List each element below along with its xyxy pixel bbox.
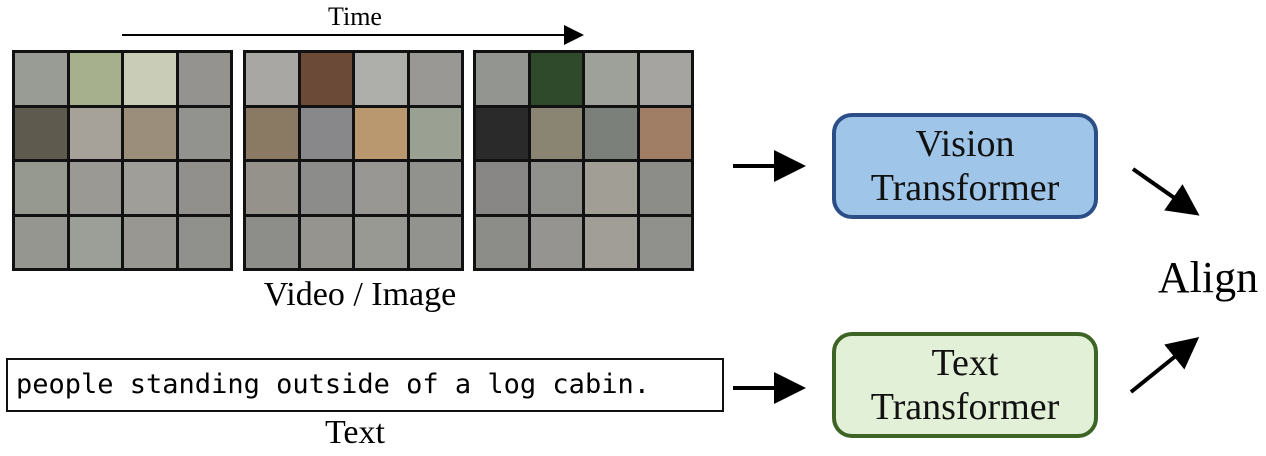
visible-patch bbox=[409, 107, 461, 159]
visible-patch bbox=[124, 107, 176, 159]
video-frame-3 bbox=[473, 50, 694, 271]
visible-patch bbox=[15, 107, 67, 159]
masked-patch bbox=[124, 216, 176, 268]
masked-patch bbox=[476, 162, 528, 214]
masked-patch bbox=[178, 216, 230, 268]
masked-patch bbox=[15, 216, 67, 268]
masked-patch bbox=[178, 53, 230, 105]
masked-patch bbox=[246, 53, 298, 105]
masked-patch bbox=[476, 53, 528, 105]
masked-patch bbox=[300, 216, 352, 268]
masked-patch bbox=[530, 162, 582, 214]
masked-patch bbox=[476, 216, 528, 268]
masked-patch bbox=[15, 162, 67, 214]
masked-patch bbox=[300, 107, 352, 159]
video-frame-1 bbox=[12, 50, 233, 271]
masked-patch bbox=[300, 162, 352, 214]
masked-patch bbox=[639, 216, 691, 268]
masked-patch bbox=[585, 107, 637, 159]
time-label: Time bbox=[328, 2, 382, 31]
masked-patch bbox=[409, 162, 461, 214]
vision-align-arrow bbox=[1131, 167, 1200, 216]
masked-patch bbox=[639, 53, 691, 105]
vision-transformer-block: Vision Transformer bbox=[832, 113, 1098, 219]
masked-patch bbox=[246, 162, 298, 214]
masked-patch bbox=[178, 107, 230, 159]
video-image-label: Video / Image bbox=[263, 276, 457, 313]
text-caption-box: people standing outside of a log cabin. bbox=[6, 358, 724, 412]
visible-patch bbox=[355, 107, 407, 159]
text-transformer-block: Text Transformer bbox=[832, 332, 1098, 438]
text-block-line1: Text bbox=[931, 342, 999, 384]
visible-patch bbox=[246, 107, 298, 159]
masked-patch bbox=[355, 53, 407, 105]
text-block-line2: Transformer bbox=[870, 386, 1060, 428]
masked-patch bbox=[178, 162, 230, 214]
masked-patch bbox=[585, 53, 637, 105]
masked-patch bbox=[69, 107, 121, 159]
visible-patch bbox=[124, 53, 176, 105]
masked-patch bbox=[124, 162, 176, 214]
masked-patch bbox=[69, 162, 121, 214]
visible-patch bbox=[69, 53, 121, 105]
align-label: Align bbox=[1157, 253, 1259, 302]
masked-patch bbox=[409, 216, 461, 268]
text-align-arrow bbox=[1129, 336, 1200, 394]
masked-patch bbox=[409, 53, 461, 105]
masked-patch bbox=[15, 53, 67, 105]
visible-patch bbox=[476, 107, 528, 159]
masked-patch bbox=[246, 216, 298, 268]
visible-patch bbox=[639, 107, 691, 159]
text-label: Text bbox=[325, 414, 385, 451]
masked-patch bbox=[639, 162, 691, 214]
masked-patch bbox=[585, 162, 637, 214]
masked-patch bbox=[530, 216, 582, 268]
vision-block-line2: Transformer bbox=[870, 167, 1060, 209]
vision-block-line1: Vision bbox=[915, 123, 1015, 165]
video-frame-2 bbox=[243, 50, 464, 271]
visible-patch bbox=[530, 53, 582, 105]
visible-patch bbox=[530, 107, 582, 159]
masked-patch bbox=[585, 216, 637, 268]
visible-patch bbox=[300, 53, 352, 105]
masked-patch bbox=[355, 162, 407, 214]
masked-patch bbox=[355, 216, 407, 268]
masked-patch bbox=[69, 216, 121, 268]
